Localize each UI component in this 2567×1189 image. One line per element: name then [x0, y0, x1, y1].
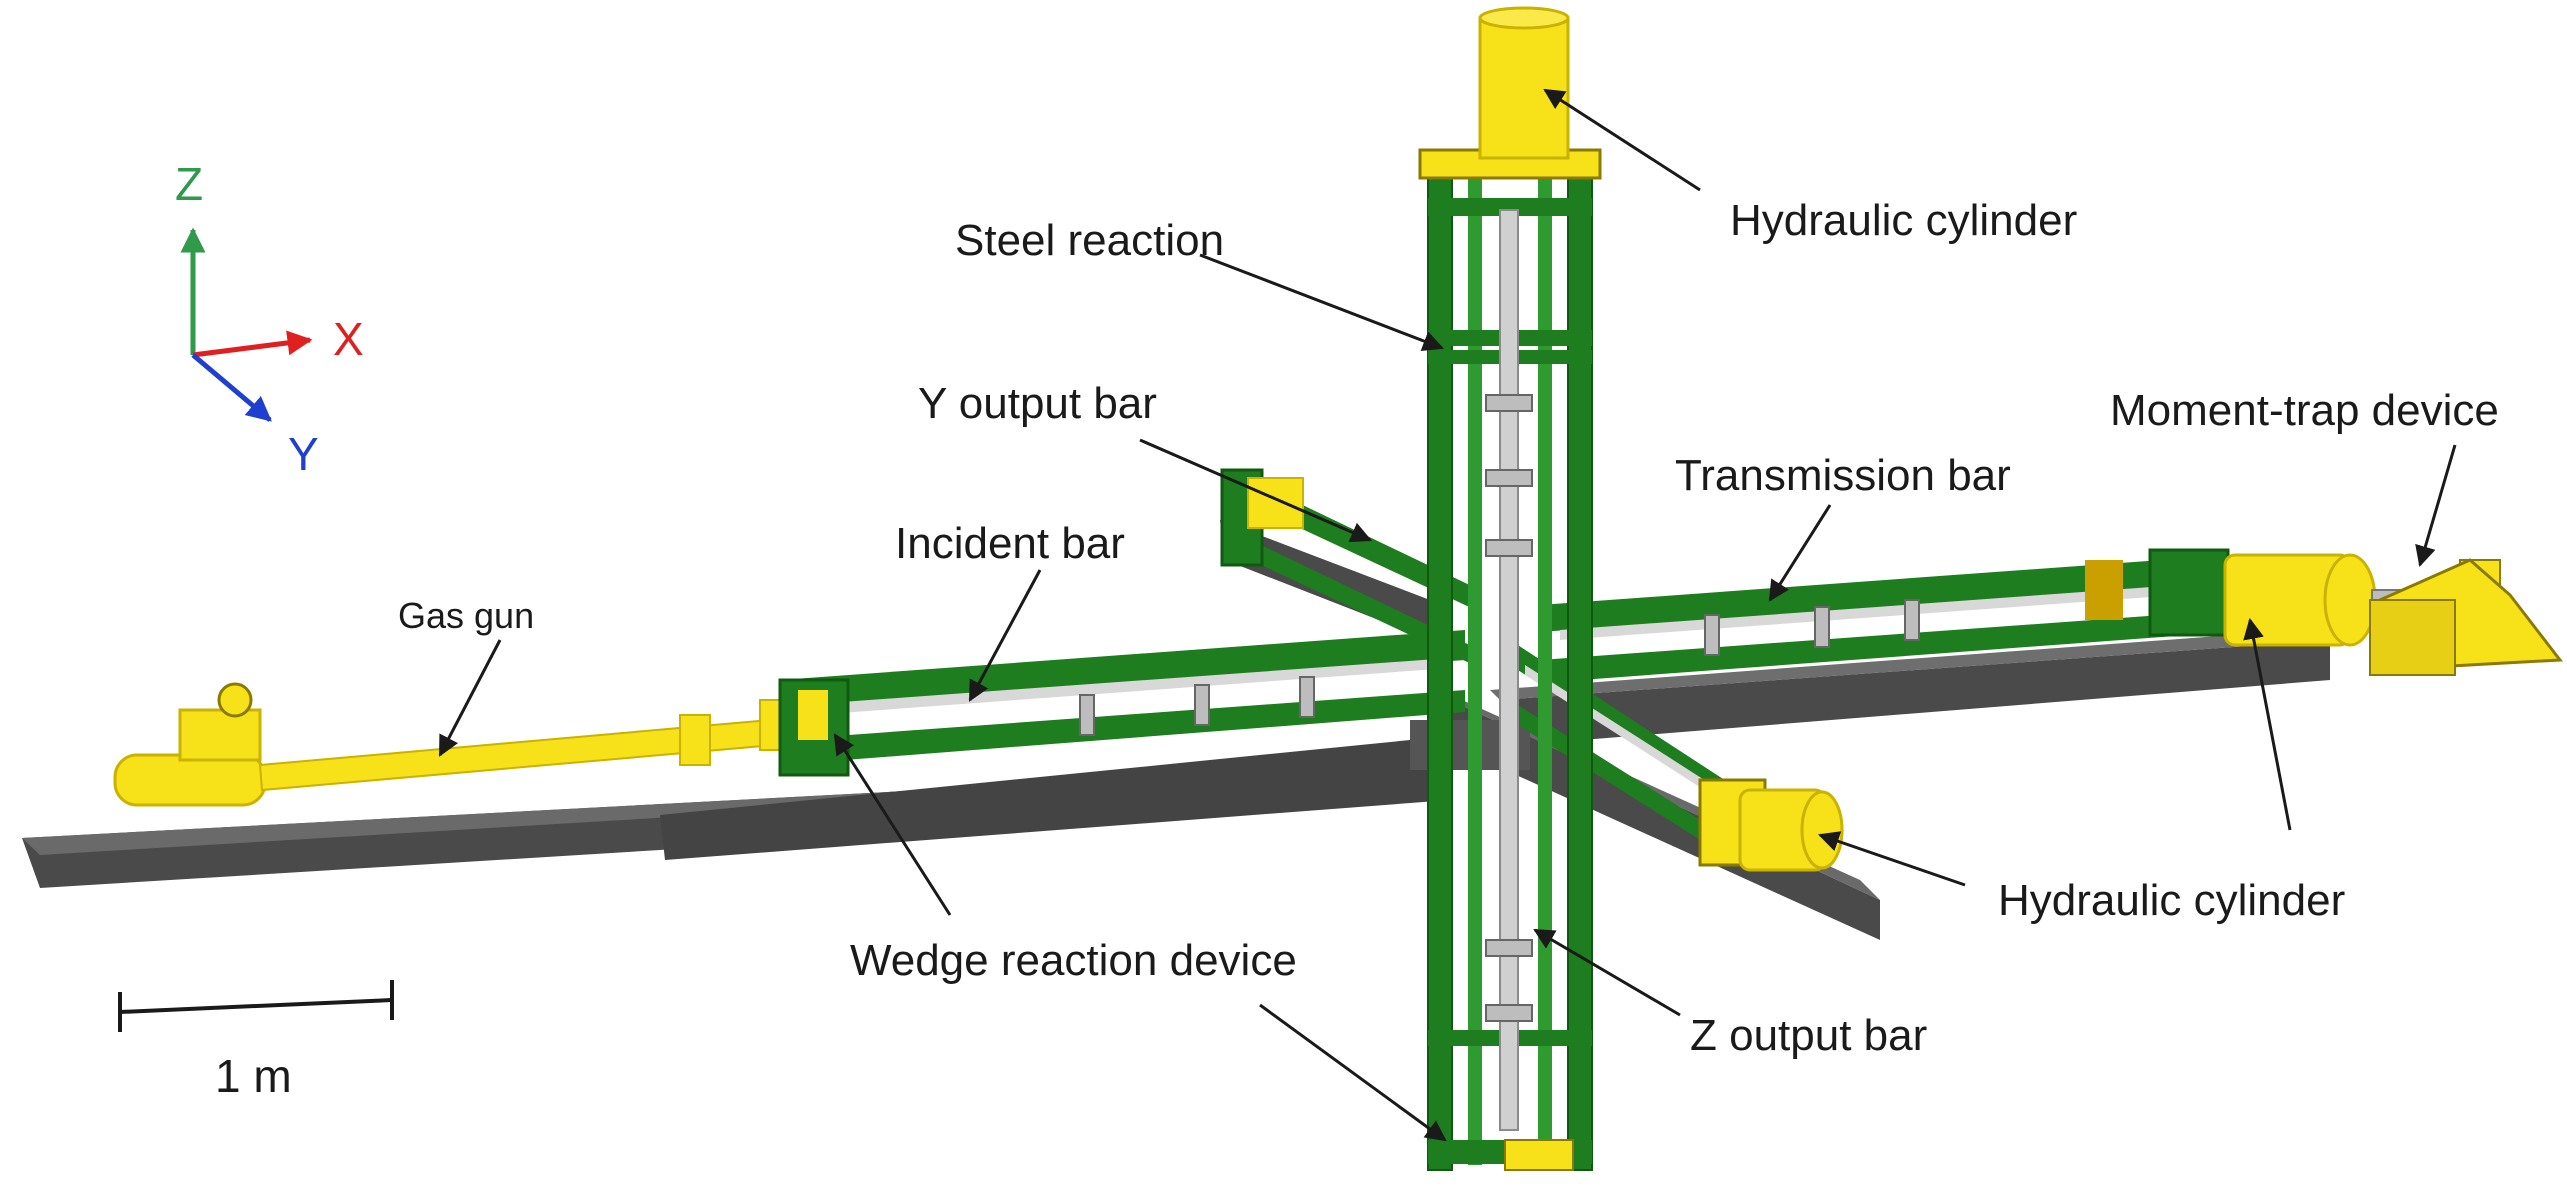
- scale-bar-label: 1 m: [215, 1050, 292, 1102]
- scale-bar: 1 m: [118, 980, 394, 1102]
- label-hydraulic-cylinder-right: Hydraulic cylinder: [1998, 876, 2345, 925]
- leader-hydraulic-cylinder-top: [1543, 88, 1701, 192]
- leader-transmission-bar: [1768, 504, 1832, 602]
- steel-reaction-tower: [1418, 148, 1602, 1171]
- transmission-bar-supports: [1704, 599, 1920, 656]
- callout-labels: Hydraulic cylinder Steel reaction Y outp…: [398, 196, 2499, 1060]
- incident-bar-supports: [1079, 676, 1315, 736]
- leader-incident-bar: [968, 569, 1042, 702]
- label-y-output-bar: Y output bar: [918, 379, 1157, 428]
- label-transmission-bar: Transmission bar: [1675, 451, 2011, 500]
- leader-wedge-reaction-device-upper: [833, 733, 952, 916]
- leader-gas-gun: [438, 639, 502, 757]
- label-gas-gun: Gas gun: [398, 595, 534, 636]
- leader-hydraulic-cylinder-right-lower: [1818, 831, 1966, 887]
- label-wedge-reaction-device: Wedge reaction device: [850, 936, 1297, 985]
- incident-bar-frame: [778, 630, 1465, 777]
- axis-x-arrow: [192, 330, 313, 358]
- transmission-bar-frame: [1540, 548, 2230, 683]
- top-hydraulic-cylinder: [1478, 6, 1570, 160]
- incident-base-slab: [660, 740, 1450, 860]
- gas-gun: [113, 682, 816, 807]
- label-hydraulic-cylinder-top: Hydraulic cylinder: [1730, 196, 2077, 245]
- leader-moment-trap-device: [2415, 444, 2457, 568]
- coordinate-axes: Z X Y: [175, 158, 364, 480]
- moment-trap-device-shape: [2369, 558, 2563, 676]
- axis-z-label: Z: [175, 158, 203, 210]
- label-incident-bar: Incident bar: [895, 519, 1125, 568]
- axis-y-arrow: [191, 353, 272, 422]
- leader-hydraulic-cylinder-right-upper: [2243, 617, 2292, 831]
- leader-steel-reaction: [1199, 253, 1444, 352]
- transmission-base-slab: [1500, 640, 2330, 745]
- axis-y-label: Y: [288, 428, 319, 480]
- axis-x-label: X: [333, 313, 364, 365]
- leader-wedge-reaction-device-lower: [1259, 1003, 1447, 1142]
- leader-z-output-bar: [1533, 928, 1681, 1017]
- label-moment-trap-device: Moment-trap device: [2110, 386, 2499, 435]
- label-z-output-bar: Z output bar: [1690, 1011, 1927, 1060]
- front-hydraulic-cylinder: [1698, 778, 1844, 872]
- hydraulic-base-slab: [1450, 700, 1880, 940]
- label-steel-reaction: Steel reaction: [955, 216, 1224, 265]
- leader-y-output-bar: [1139, 438, 1372, 543]
- leader-lines: [438, 88, 2457, 1142]
